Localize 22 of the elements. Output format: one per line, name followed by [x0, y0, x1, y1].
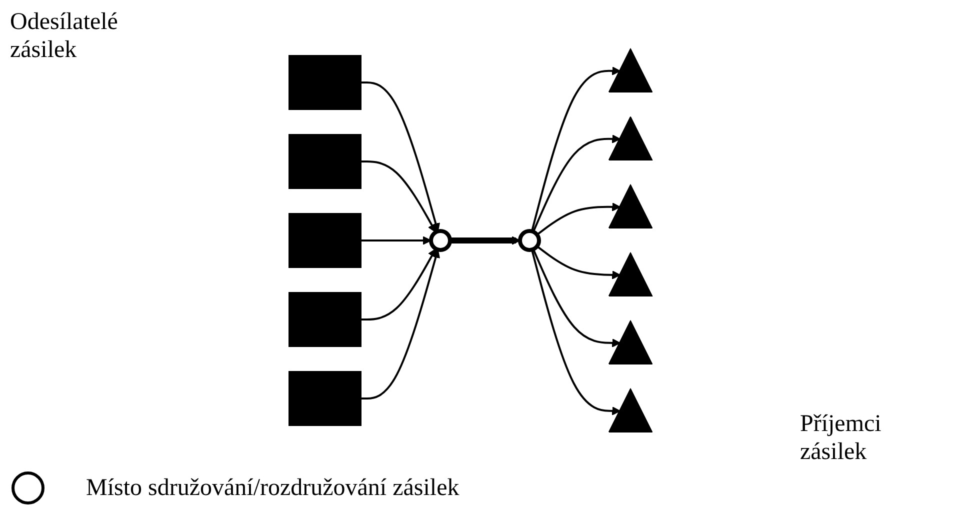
- group-label: Odesílatelé zásilek: [10, 8, 119, 64]
- arrow: [532, 134, 620, 232]
- arrow: [536, 244, 620, 279]
- arrow: [536, 202, 620, 236]
- group-label: Příjemci zásilek: [800, 410, 882, 466]
- node-box: [288, 212, 361, 268]
- node-box: [288, 370, 361, 426]
- arrow: [360, 248, 436, 320]
- arrow: [360, 248, 440, 399]
- node-box: [288, 292, 361, 346]
- node-circle: [428, 228, 452, 252]
- arrow: [532, 248, 620, 347]
- arrow: [360, 236, 431, 244]
- node-box: [288, 54, 361, 110]
- arrow: [450, 236, 520, 244]
- legend-text: Místo sdružování/rozdružování zásilek: [86, 474, 460, 502]
- arrow: [530, 248, 620, 415]
- arrow: [360, 81, 440, 232]
- arrow: [360, 160, 436, 232]
- node-circle: [518, 228, 540, 252]
- arrow: [530, 66, 620, 232]
- node-box: [288, 134, 361, 188]
